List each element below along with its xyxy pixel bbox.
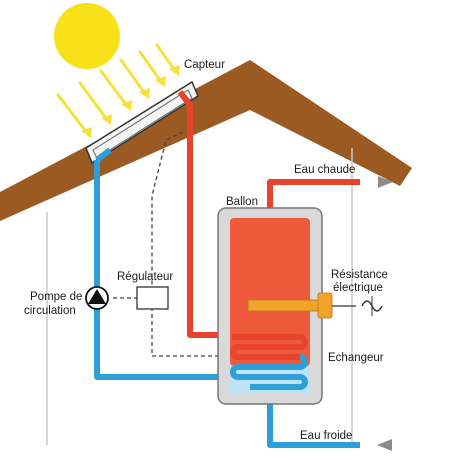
label-echangeur: Echangeur bbox=[328, 352, 384, 364]
pump-icon bbox=[85, 286, 109, 310]
label-resistance-1: Résistance bbox=[331, 269, 388, 281]
label-pompe-1: Pompe de bbox=[30, 291, 82, 303]
electric-heater-cap bbox=[317, 292, 333, 319]
storage-tank-hot-water bbox=[230, 218, 310, 366]
label-eau-froide: Eau froide bbox=[300, 430, 352, 442]
cold-water-inlet-arrow bbox=[377, 439, 392, 451]
label-regulateur: Régulateur bbox=[117, 271, 173, 283]
sun-rays bbox=[56, 43, 178, 136]
cold-pipe-inner bbox=[100, 152, 108, 160]
control-wires bbox=[113, 131, 228, 357]
sun-ray-arrowheads bbox=[81, 65, 180, 138]
regulator-box bbox=[136, 286, 169, 310]
hot-water-outlet-arrow bbox=[378, 176, 393, 188]
electric-heater-rod bbox=[247, 299, 323, 312]
hot-pipe bbox=[177, 90, 360, 338]
heat-exchanger-coils-cold bbox=[230, 354, 308, 390]
solar-collector bbox=[85, 80, 199, 165]
label-resistance-2: électrique bbox=[333, 282, 383, 294]
heat-exchanger-coils-hot bbox=[230, 334, 308, 360]
roof bbox=[0, 60, 412, 221]
label-ballon: Ballon bbox=[226, 196, 258, 208]
house-walls bbox=[46, 148, 353, 445]
label-eau-chaude: Eau chaude bbox=[294, 164, 355, 176]
label-capteur: Capteur bbox=[184, 59, 225, 71]
sun-icon bbox=[54, 3, 120, 69]
label-pompe-2: circulation bbox=[24, 305, 76, 317]
